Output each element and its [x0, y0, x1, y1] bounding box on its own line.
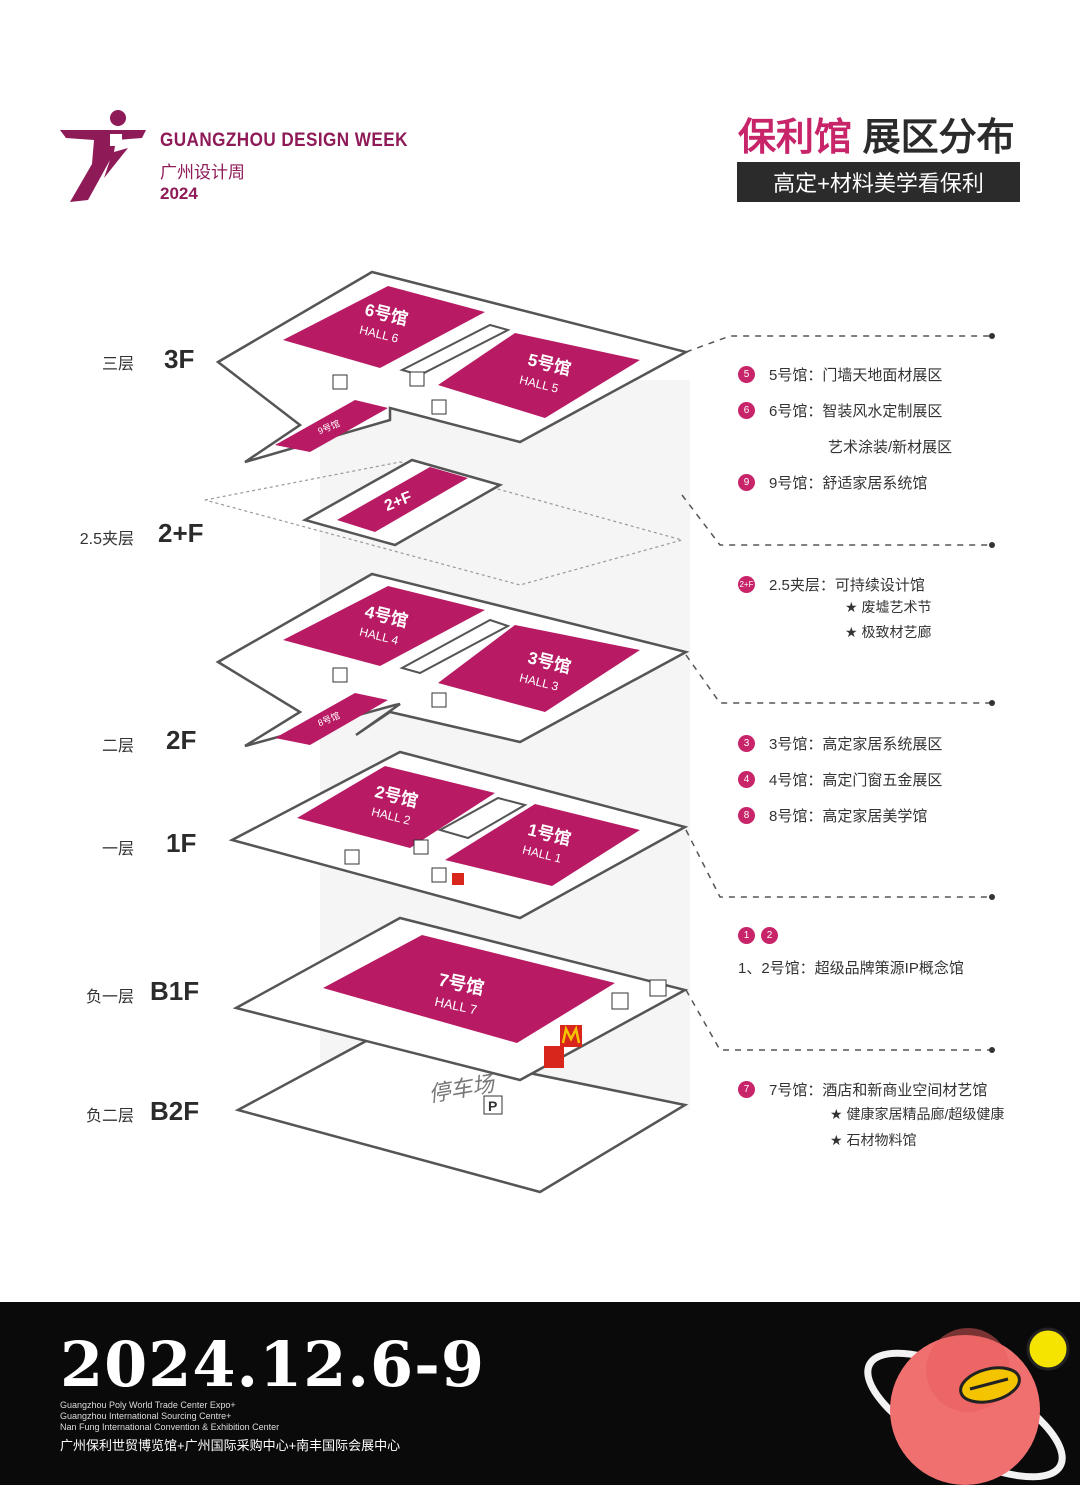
kfc-icon	[544, 1046, 564, 1068]
floor-label-cn-1f: 一层	[101, 841, 134, 858]
venue-en-line: Guangzhou Poly World Trade Center Expo+	[60, 1400, 236, 1410]
escalator-icon	[332, 667, 348, 683]
parking-icon-glyph: P	[488, 1098, 497, 1114]
floor-b2f: 停车场 P	[234, 1038, 689, 1194]
hall-7[interactable]	[323, 935, 615, 1043]
escalator-icon	[431, 692, 447, 708]
subtitle-banner: 高定+材料美学看保利	[737, 162, 1020, 202]
floor-map: 停车场 P 7号馆 HALL 7 2号馆 HALL 2 1号馆 HALL 1 4…	[204, 270, 995, 1194]
floor-label-b2f: B2F	[150, 1096, 200, 1126]
info-icon	[413, 839, 429, 855]
atrium-2f	[399, 618, 511, 675]
floor-label-cn-b1f: 负一层	[85, 989, 134, 1006]
title-topic: 展区分布	[862, 117, 1015, 159]
mezzanine-outline	[204, 461, 685, 586]
brand-year: 2024	[160, 184, 198, 203]
brand-name-cn: 广州设计周	[160, 163, 245, 182]
hall-2[interactable]	[297, 766, 495, 848]
legend-badge: 3	[738, 735, 755, 752]
parking-icon	[483, 1095, 503, 1115]
hall-9[interactable]	[275, 400, 388, 452]
hall-5[interactable]	[438, 333, 640, 418]
legend-subitem: ★ 极致材艺廊	[845, 624, 932, 640]
legend-badge: 2	[761, 927, 778, 944]
floor-1f: 2号馆 HALL 2 1号馆 HALL 1	[228, 750, 689, 920]
floor-label-cn-b2f: 负二层	[85, 1108, 134, 1125]
legend-connectors	[681, 335, 990, 1051]
brand-name-en: GUANGZHOU DESIGN WEEK	[160, 130, 408, 151]
hall-4[interactable]	[283, 586, 485, 666]
legend-badge: 2+F	[738, 576, 755, 593]
floor-label-cn-2pf: 2.5夹层	[79, 531, 134, 548]
legend-badge: 9	[738, 474, 755, 491]
escalator-icon	[431, 867, 447, 883]
hall-2pf[interactable]	[337, 467, 468, 532]
hall-3[interactable]	[438, 625, 640, 712]
hall-8[interactable]	[275, 693, 388, 745]
legend-subitem: ★ 废墟艺术节	[845, 599, 932, 615]
logo	[58, 108, 158, 208]
floor-label-cn-3f: 三层	[101, 356, 134, 373]
legend-badge: 8	[738, 807, 755, 824]
planet-mascot-icon	[864, 1327, 1070, 1485]
hall-1[interactable]	[445, 804, 640, 886]
venue-en-line: Guangzhou International Sourcing Centre+	[60, 1411, 232, 1421]
floor-2f: 4号馆 HALL 4 3号馆 HALL 3 8号馆	[215, 572, 690, 748]
floor-2pf: 2+F	[204, 458, 685, 586]
legend-badge: 7	[738, 1081, 755, 1098]
venue-en-line: Nan Fung International Convention & Exhi…	[60, 1422, 280, 1432]
escalator-icon	[332, 374, 348, 390]
floor-label-cn-2f: 二层	[101, 738, 134, 755]
title-venue: 保利馆	[738, 117, 853, 159]
legend-subitem: ★ 健康家居精品廊/超级健康	[830, 1106, 1005, 1122]
legend-badge: 6	[738, 402, 755, 419]
atrium-1f	[437, 796, 528, 840]
first-aid-icon	[452, 873, 464, 885]
legend-subitem: ★ 石材物料馆	[830, 1132, 917, 1148]
info-icon	[409, 371, 425, 387]
venue-cn: 广州保利世贸博览馆+广州国际采购中心+南丰国际会展中心	[60, 1438, 401, 1453]
page-title: 保利馆 展区分布	[738, 106, 1015, 161]
floor-label-b1f: B1F	[150, 976, 200, 1006]
legend-badge: 1	[738, 927, 755, 944]
escalator-icon	[344, 849, 360, 865]
legend-item-hall-1-2: 1、2号馆：超级品牌策源IP概念馆	[738, 960, 964, 977]
restroom-icon	[649, 979, 667, 997]
floor-3f: 6号馆 HALL 6 5号馆 HALL 5 9号馆	[215, 270, 690, 464]
floor-plate-b2f	[234, 1038, 689, 1194]
floor-label-1f: 1F	[166, 828, 197, 858]
legend-item-hall-6-cont: 艺术涂装/新材展区	[828, 439, 953, 456]
floor-label-2pf: 2+F	[158, 518, 204, 548]
floor-label-2f: 2F	[166, 725, 197, 755]
escalator-icon	[431, 399, 447, 415]
event-date: 2024.12.6-9	[60, 1328, 486, 1401]
hall-6[interactable]	[283, 286, 485, 368]
mcdonalds-logo-icon	[561, 1025, 581, 1044]
restaurant-icon	[611, 992, 629, 1010]
legend-badge: 5	[738, 366, 755, 383]
logo-figure-icon	[60, 110, 146, 202]
floor-label-3f: 3F	[164, 344, 195, 374]
legend-badge: 4	[738, 771, 755, 788]
floor-b1f: 7号馆 HALL 7	[232, 916, 689, 1082]
legend-connector-dots	[989, 333, 995, 1053]
